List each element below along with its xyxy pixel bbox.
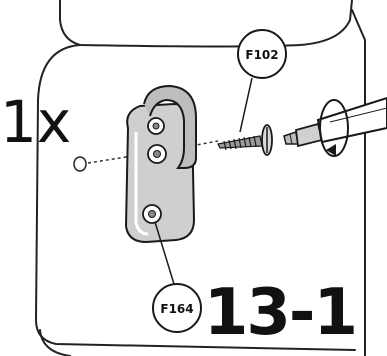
panel-outline <box>35 0 366 356</box>
step-number: 13-1 <box>204 276 356 350</box>
callout-screw: F102 <box>237 29 287 133</box>
screwdriver-icon <box>283 96 387 157</box>
panel-right-edge <box>351 9 366 356</box>
rail-bracket <box>124 84 197 244</box>
panel-top-edge <box>59 0 353 48</box>
quantity-label: 1x <box>0 88 71 156</box>
screw <box>217 124 273 156</box>
bracket-part-code: F164 <box>160 302 193 316</box>
panel-left-edge <box>35 44 356 351</box>
screw-part-code: F102 <box>245 48 278 62</box>
panel-hole <box>73 156 87 172</box>
panel-bottom-corner <box>39 329 71 356</box>
callout-bracket: F164 <box>152 221 202 333</box>
